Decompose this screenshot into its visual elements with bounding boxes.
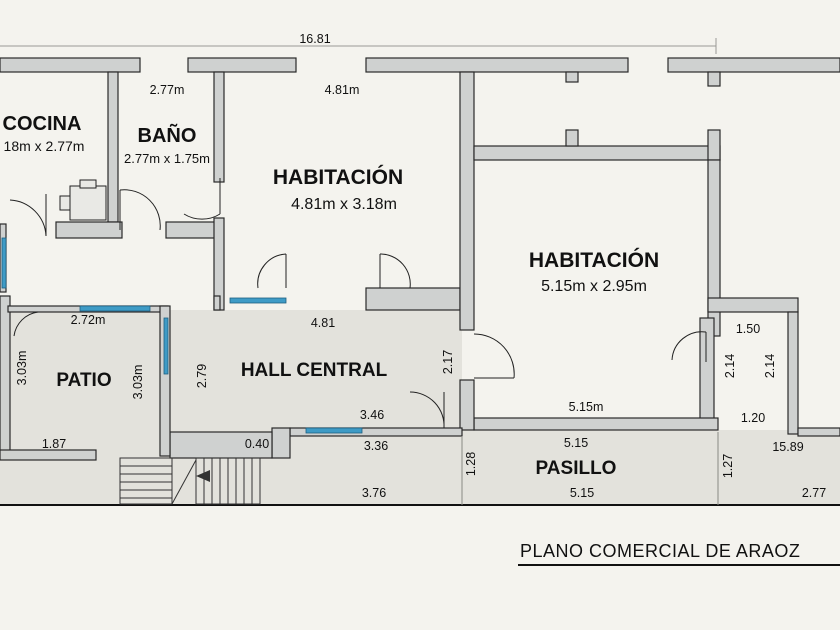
cocina-size: 18m x 2.77m bbox=[4, 138, 85, 154]
overall-width-label: 16.81 bbox=[299, 32, 330, 46]
bano-title: BAÑO bbox=[138, 124, 197, 147]
dim-patio-right: 3.03m bbox=[131, 365, 145, 400]
windows bbox=[1, 237, 363, 434]
dim-pasillo-left: 1.28 bbox=[464, 452, 478, 476]
dim-lower-336: 3.36 bbox=[364, 439, 388, 453]
dim-closet-bottom: 1.20 bbox=[741, 411, 765, 425]
hall-title: HALL CENTRAL bbox=[241, 360, 388, 381]
stair-arrow-icon bbox=[196, 470, 210, 482]
dim-hall-left: 2.79 bbox=[195, 364, 209, 388]
dim-hab1-top: 4.81m bbox=[325, 83, 360, 97]
hall-floor bbox=[170, 310, 462, 432]
dim-hab2-bottom: 5.15m bbox=[569, 400, 604, 414]
dim-patio-left: 3.03m bbox=[15, 351, 29, 386]
pasillo-title: PASILLO bbox=[536, 458, 617, 479]
dim-closet-left: 2.14 bbox=[723, 354, 737, 378]
plan-caption: PLANO COMERCIAL DE ARAOZ bbox=[520, 541, 800, 561]
dim-pasillo-top: 5.15 bbox=[564, 436, 588, 450]
kitchen-fixture bbox=[59, 179, 107, 221]
hab2-size: 5.15m x 2.95m bbox=[541, 278, 647, 295]
hab2-title: HABITACIÓN bbox=[529, 248, 659, 272]
hab1-size: 4.81m x 3.18m bbox=[291, 196, 397, 213]
cocina-title: COCINA bbox=[3, 113, 82, 135]
dim-patio-bottom: 1.87 bbox=[42, 437, 66, 451]
dim-closet-top: 1.50 bbox=[736, 322, 760, 336]
dim-closet-right: 2.14 bbox=[763, 354, 777, 378]
bano-size: 2.77m x 1.75m bbox=[124, 151, 210, 166]
dim-bano-top: 2.77m bbox=[150, 83, 185, 97]
patio-title: PATIO bbox=[56, 370, 111, 391]
dim-hall-right: 2.17 bbox=[441, 350, 455, 374]
dim-right-1589: 15.89 bbox=[772, 440, 803, 454]
dim-pasillo-right: 1.27 bbox=[721, 454, 735, 478]
doors bbox=[9, 178, 707, 429]
dim-lower-376: 3.76 bbox=[362, 486, 386, 500]
stairs bbox=[119, 457, 261, 505]
pasillo-floor bbox=[0, 430, 840, 505]
dim-small-040: 0.40 bbox=[245, 437, 269, 451]
dim-hall-bottom: 3.46 bbox=[360, 408, 384, 422]
dim-patio-top: 2.72m bbox=[71, 313, 106, 327]
dim-pasillo-bottom: 5.15 bbox=[570, 486, 594, 500]
hab1-title: HABITACIÓN bbox=[273, 165, 403, 189]
dim-right-277: 2.77 bbox=[802, 486, 826, 500]
dim-hall-top: 4.81 bbox=[311, 316, 335, 330]
overall-dimension bbox=[0, 38, 717, 54]
